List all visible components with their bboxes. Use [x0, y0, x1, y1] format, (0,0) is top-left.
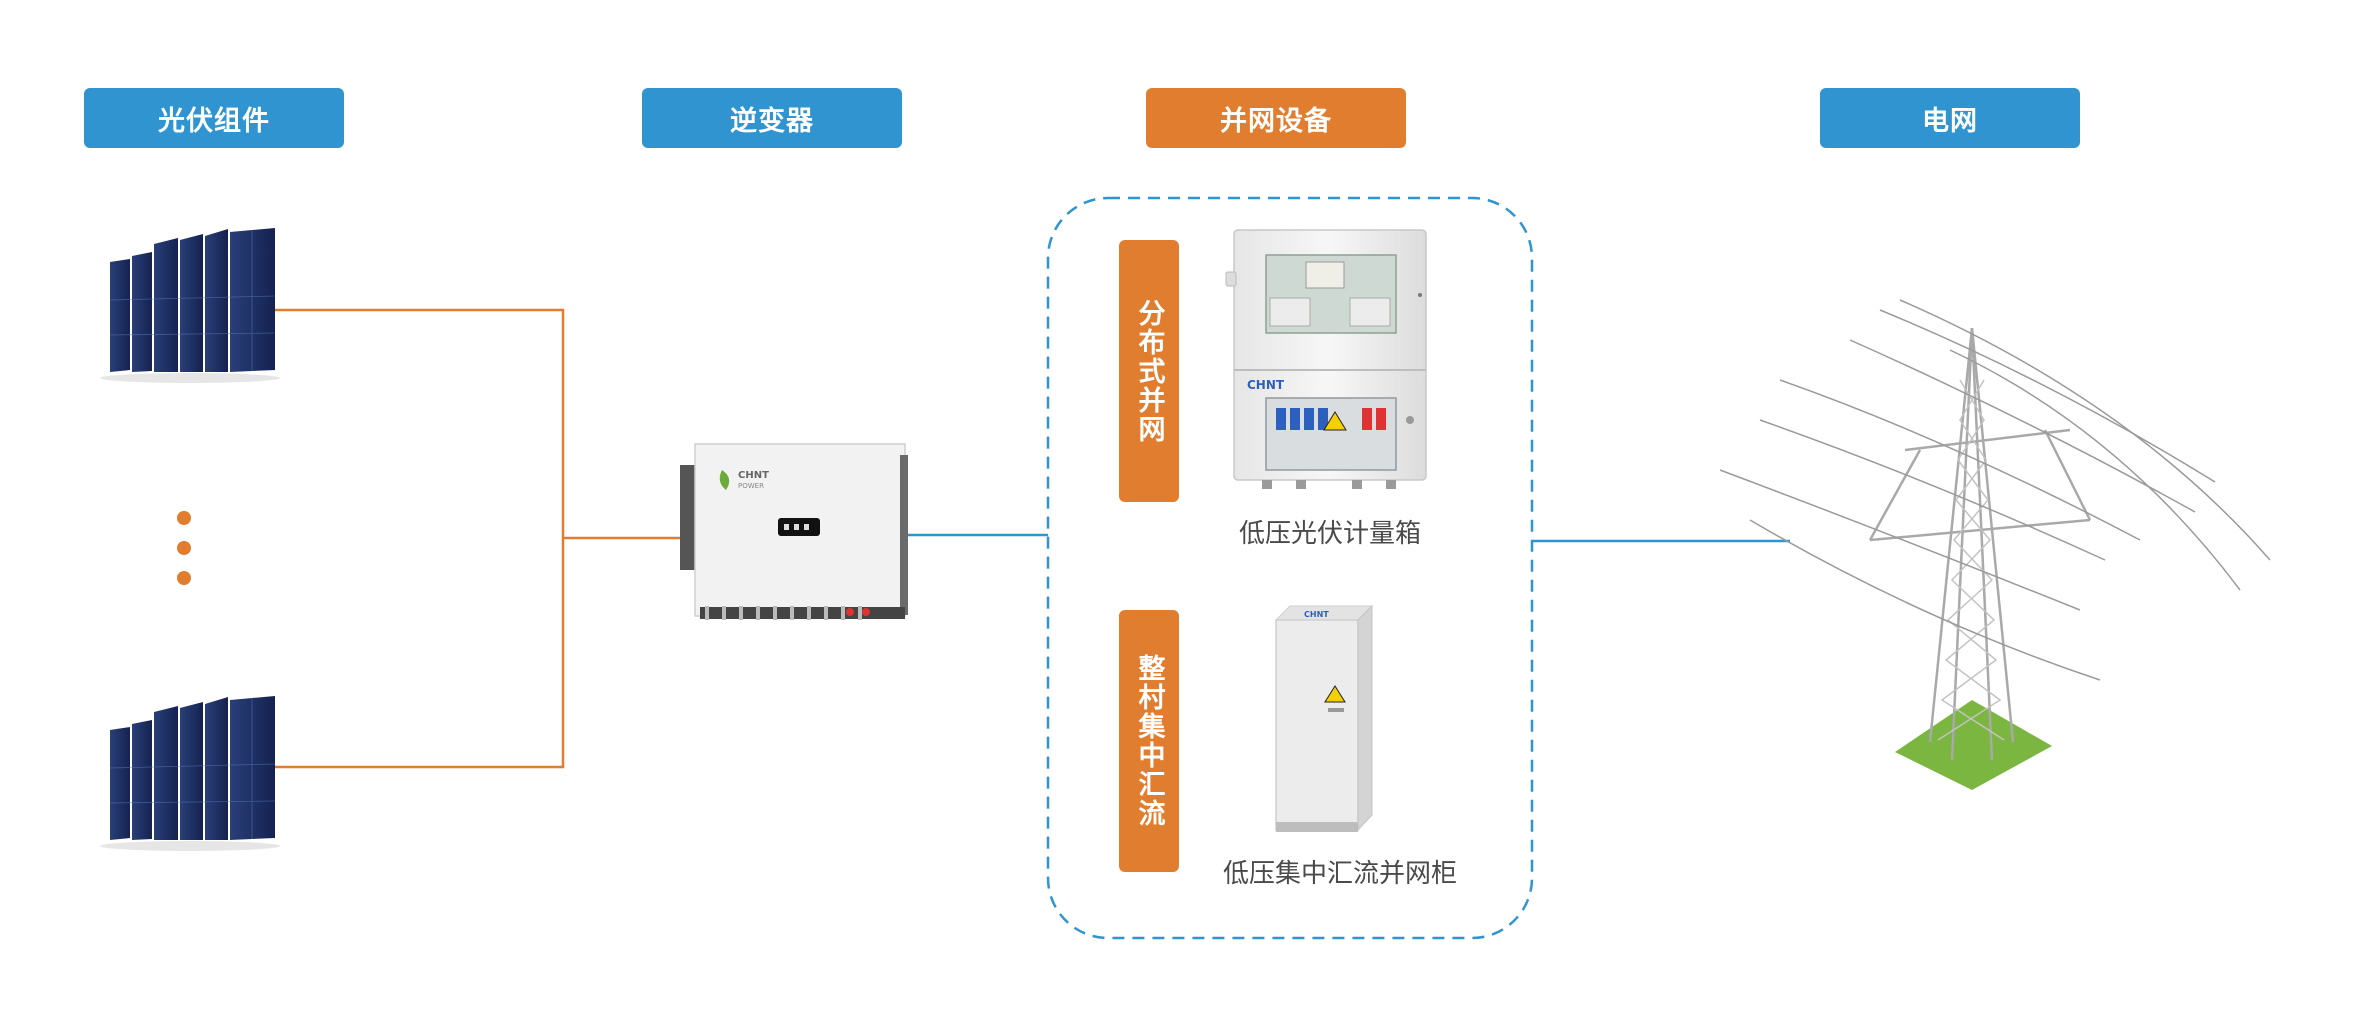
orange-connector — [275, 308, 680, 769]
blue-connector — [905, 533, 1790, 543]
cabinet-logo-text: CHNT — [1304, 610, 1329, 619]
cabinet-device — [1274, 604, 1374, 832]
grid-equipment-group — [1046, 196, 1534, 940]
tag-village-aggregation: 整村集中汇流 — [1119, 610, 1179, 872]
header-grid-equipment: 并网设备 — [1146, 88, 1406, 148]
meter-box-device — [1225, 229, 1427, 489]
meter-box-logo-text: CHNT — [1247, 378, 1285, 392]
header-pv-modules: 光伏组件 — [84, 88, 344, 148]
ellipsis-dots — [177, 511, 191, 585]
header-grid: 电网 — [1820, 88, 2080, 148]
inverter-logo-sub: POWER — [738, 482, 764, 490]
solar-panel-array-bottom — [100, 696, 280, 851]
inverter-logo-text: CHNT — [738, 470, 769, 481]
tag-distributed-grid: 分布式并网 — [1119, 240, 1179, 502]
caption-meter-box: 低压光伏计量箱 — [1238, 519, 1421, 549]
transmission-tower-icon — [1719, 299, 2271, 790]
caption-cabinet: 低压集中汇流并网柜 — [1222, 859, 1457, 889]
inverter-device — [680, 443, 908, 620]
header-inverter: 逆变器 — [642, 88, 902, 148]
solar-panel-array-top — [100, 228, 280, 383]
